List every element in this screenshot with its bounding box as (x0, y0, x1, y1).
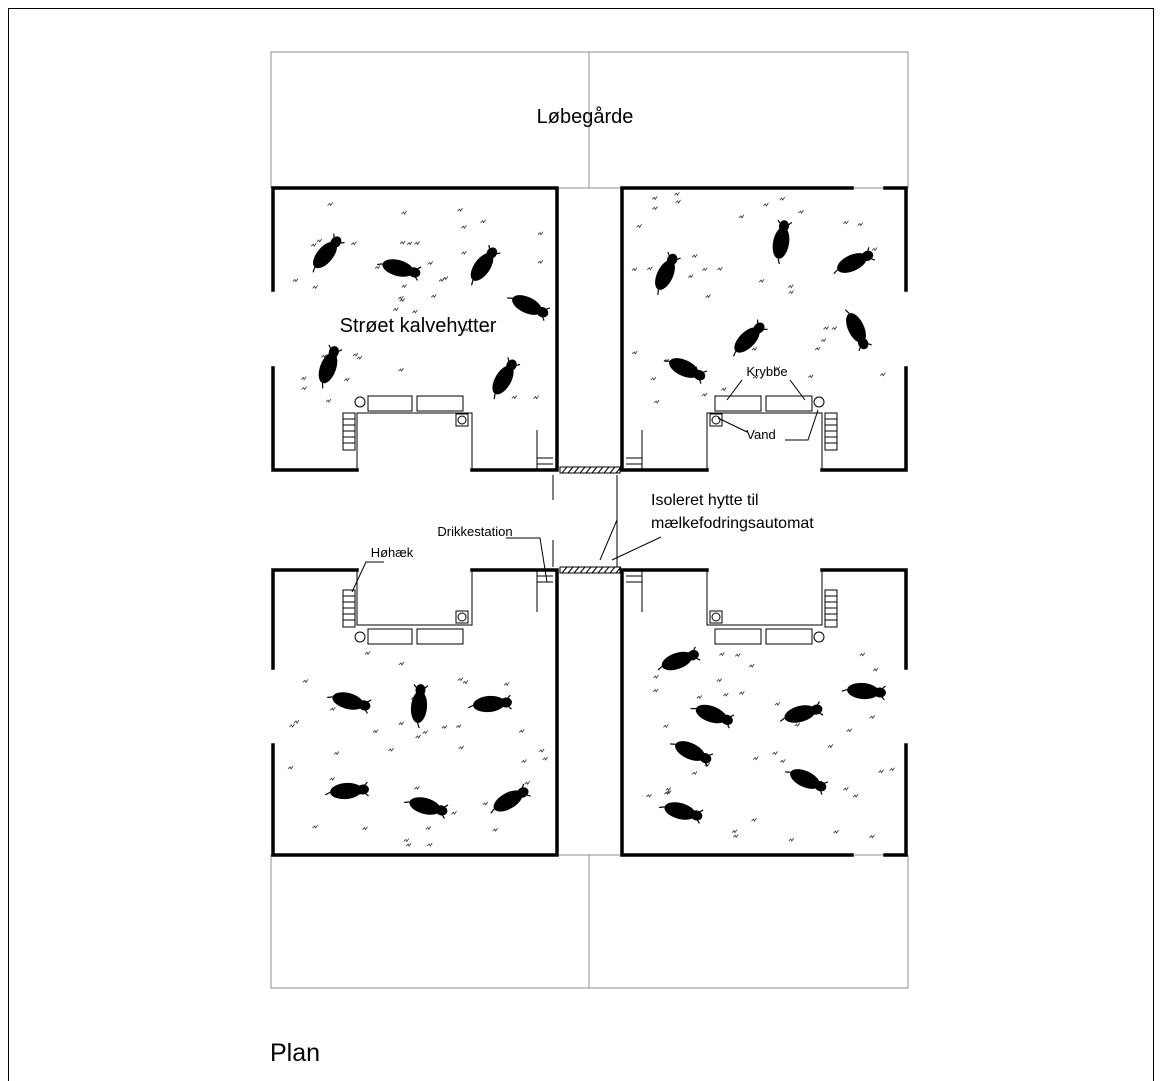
pen-top-left (271, 186, 559, 472)
calf (490, 783, 531, 814)
calf (785, 769, 829, 795)
plan-title: Plan (270, 1039, 320, 1067)
calf (507, 295, 551, 321)
drawing-frame (8, 8, 1154, 1081)
calf (410, 684, 429, 729)
top-yards (270, 51, 909, 189)
calf (670, 741, 714, 767)
pen-top-right (620, 186, 908, 472)
hay-racks (342, 412, 838, 628)
calf (377, 259, 422, 281)
calf (312, 233, 345, 273)
calf (657, 646, 701, 671)
calf (772, 219, 793, 265)
calf (324, 781, 369, 800)
hutches-label: Strøet kalvehytter (340, 315, 497, 337)
calf (833, 247, 876, 275)
pen-bottom-right (620, 568, 908, 857)
milk-feeder-hut (552, 466, 622, 574)
hay-rack-label: Høhæk (371, 545, 414, 560)
calf (655, 251, 681, 295)
leader-lines (351, 379, 819, 593)
calf (470, 244, 501, 286)
calf (659, 802, 704, 824)
insulated-hut-label-line2: mælkefodringsautomat (651, 515, 814, 532)
aisle-steps (536, 430, 643, 612)
calf (404, 797, 449, 819)
calf (690, 704, 735, 729)
calf (733, 319, 768, 357)
insulated-hut-label-line1: Isoleret hytte til (651, 492, 759, 509)
straw-bedding (287, 191, 895, 847)
water-bowls (354, 396, 825, 643)
water-label: Vand (746, 427, 775, 442)
hay-rack (342, 589, 356, 628)
hay-rack (824, 589, 838, 628)
hay-rack (824, 412, 838, 451)
pen-bottom-left (271, 568, 559, 857)
trough-label: Krybbe (746, 364, 787, 379)
central-aisle (556, 188, 623, 855)
troughs (367, 395, 813, 645)
calf (492, 357, 521, 400)
bottom-yards (270, 854, 909, 989)
calf (779, 701, 824, 723)
calf (664, 358, 708, 384)
yard-label: Løbegårde (537, 106, 634, 128)
hay-rack (342, 412, 356, 451)
calf (318, 344, 343, 389)
calf (844, 309, 872, 352)
drinking-station-label: Drikkestation (437, 524, 512, 539)
calf (327, 692, 372, 714)
calf (841, 682, 886, 701)
calf (467, 694, 512, 713)
calves (312, 219, 886, 824)
